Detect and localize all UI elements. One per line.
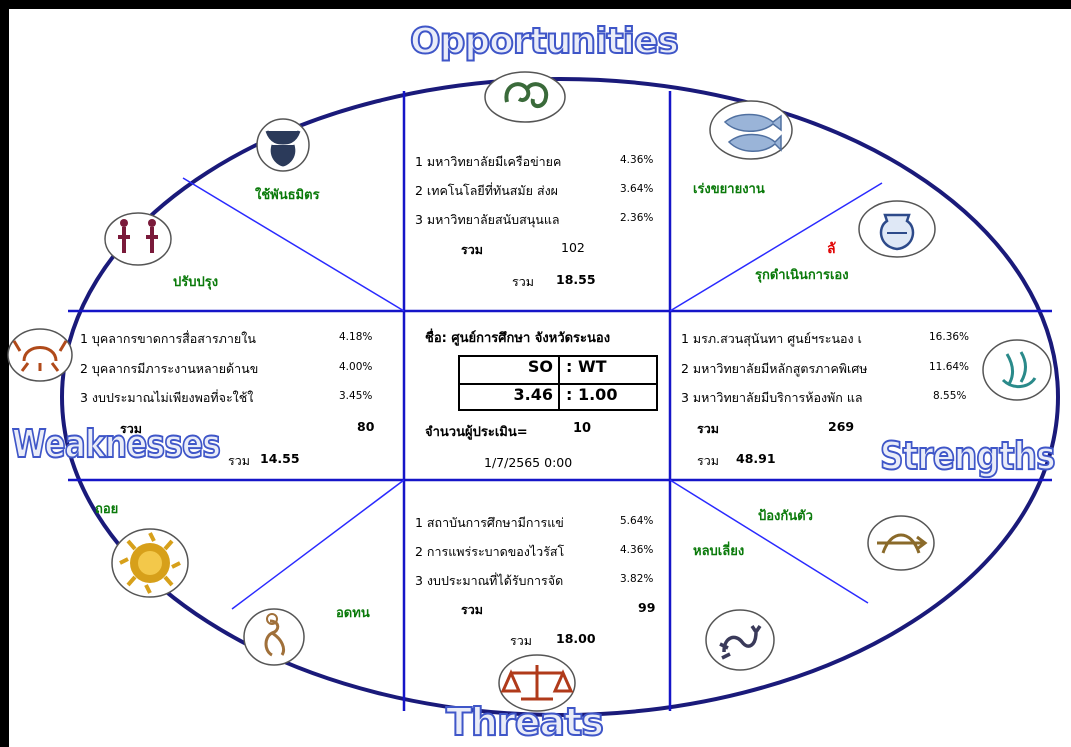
list-item-pct: 3.82% [620,573,654,585]
list-item-pct: 16.36% [929,331,970,343]
ratio-value-row: 3.46 : 1.00 [460,383,656,411]
sum-value: 18.00 [556,631,596,646]
list-item-pct: 4.18% [339,331,373,343]
report-date: 1/7/2565 0:00 [484,455,573,470]
virgo-icon [243,608,305,666]
strategy-proactive: รุกดำเนินการเอง [755,268,849,283]
strategy-retreat: ถอย [95,502,119,517]
sum-value: 18.55 [556,272,596,287]
strengths-heading: Strengths [879,433,1056,479]
total-label: รวม [461,602,483,617]
list-item: 3 มหาวิทยาลัยมีบริการห้องพัก แล [681,390,863,405]
total-label: รวม [697,421,719,436]
sum-value: 48.91 [736,451,776,466]
diagonal-top-right [669,182,883,312]
list-item: 2 มหาวิทยาลัยมีหลักสูตรภาคพิเศษ [681,361,868,376]
strategy-advance-mark: ลั [827,241,836,257]
list-item-pct: 4.36% [620,544,654,556]
list-item-pct: 4.00% [339,361,373,373]
ratio-value-left: 3.46 [513,385,553,404]
ratio-label-left: SO [527,357,553,376]
evaluators-label: จำนวนผู้ประเมิน= [425,425,528,440]
diagonal-top-left [182,177,405,312]
strategy-protect: ป้องกันตัว [758,509,813,524]
list-item-pct: 8.55% [933,390,967,402]
aquarius-icon [858,200,936,258]
weaknesses-heading: Weaknesses [11,421,221,467]
strategy-use-alliance: ใช้พันธมิตร [255,188,320,203]
strategy-improve: ปรับปรุง [173,275,219,290]
ratio-value-right: : 1.00 [558,385,658,411]
diagonal-bottom-left [231,479,405,610]
list-item-pct: 5.64% [620,515,654,527]
strategy-endure: อดทน [336,606,370,621]
pisces-icon [709,100,793,160]
list-item-pct: 3.64% [620,183,654,195]
sum-value: 14.55 [260,451,300,466]
total-value: 269 [828,419,855,434]
list-item: 3 งบประมาณที่ได้รับการจัด [415,573,564,588]
list-item: 1 มหาวิทยาลัยมีเครือข่ายค [415,154,562,169]
list-item: 2 เทคโนโลยีที่ทันสมัย ส่งผ [415,183,559,198]
ratio-header-row: SO : WT [460,357,656,383]
diagonal-bottom-right [669,479,869,604]
list-item: 2 การแพร่ระบาดของไวรัสโ [415,544,565,559]
capricorn-icon [982,339,1052,401]
sum-label: รวม [228,453,250,468]
taurus-icon [256,118,310,172]
center-name: ชื่อ: ศูนย์การศึกษา จังหวัดระนอง [425,331,611,346]
cancer-icon [7,328,73,382]
list-item: 2 บุคลากรมีภาระงานหลายด้านข [80,361,259,376]
list-item-pct: 2.36% [620,212,654,224]
list-item: 1 บุคลากรขาดการสื่อสารภายใน [80,331,256,346]
total-label: รวม [120,421,142,436]
total-value: 102 [561,240,585,255]
threats-heading: Threats [445,699,605,745]
libra-icon [498,654,576,712]
scorpio-icon [705,609,775,671]
sum-label: รวม [510,633,532,648]
ratio-label-right: : WT [558,357,658,383]
total-label: รวม [461,242,483,257]
gemini-icon [104,212,172,266]
ratio-table: SO : WT 3.46 : 1.00 [458,355,658,411]
list-item: 1 สถาบันการศึกษามีการแข่ [415,515,564,530]
sum-label: รวม [512,274,534,289]
list-item-pct: 11.64% [929,361,970,373]
evaluators-value: 10 [573,421,592,436]
total-value: 80 [357,419,375,434]
leo-icon [111,528,189,598]
sagittarius-icon [867,515,935,571]
list-item-pct: 3.45% [339,390,373,402]
total-value: 99 [638,600,656,615]
list-item-pct: 4.36% [620,154,654,166]
aries-icon [484,71,566,123]
list-item: 3 มหาวิทยาลัยสนับสนุนแล [415,212,560,227]
list-item: 1 มรภ.สวนสุนันทา ศูนย์ฯระนอง เ [681,331,862,346]
strategy-avoid: หลบเลี่ยง [693,544,745,559]
opportunities-heading: Opportunities [409,20,680,63]
strategy-expand: เร่งขยายงาน [693,182,765,197]
sum-label: รวม [697,453,719,468]
list-item: 3 งบประมาณไม่เพียงพอที่จะใช้ใ [80,390,254,405]
outer-ellipse [60,77,1060,717]
